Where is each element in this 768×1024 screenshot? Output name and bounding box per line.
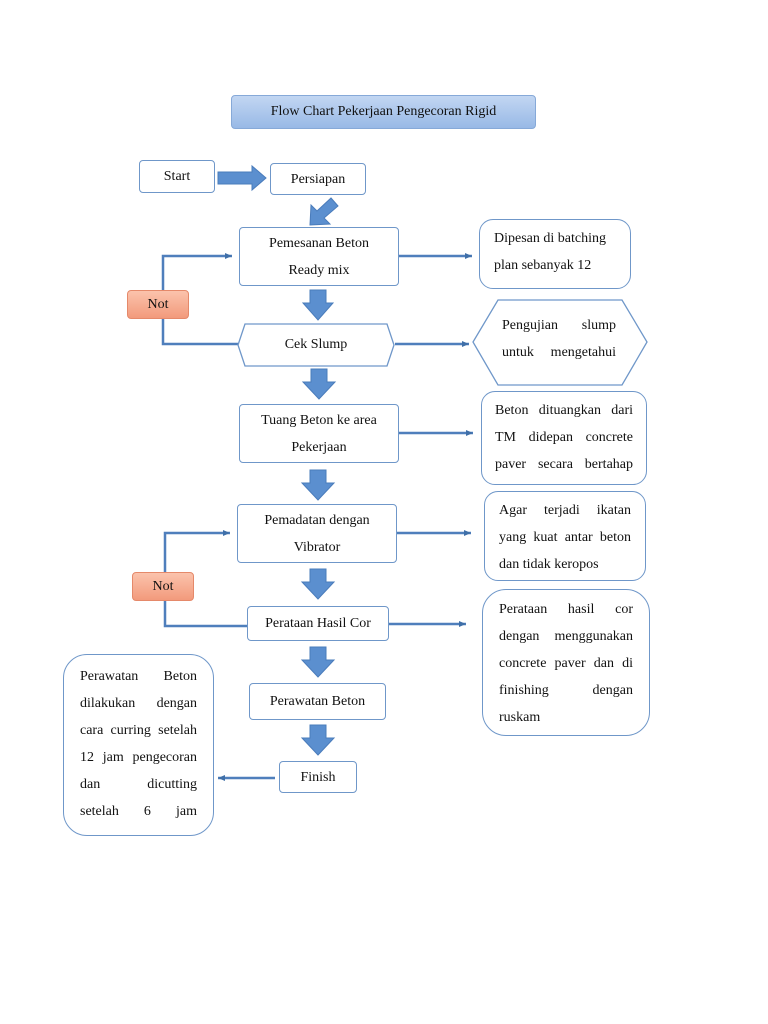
note-batching: Dipesan di batching plan sebanyak 12: [479, 219, 631, 289]
note-perawatan-line-5: dan dicutting: [80, 777, 197, 792]
persiapan-node: Persiapan: [270, 163, 366, 195]
note-pemadatan-line-3: dan tidak keropos: [499, 557, 599, 572]
not-label-1: Not: [127, 290, 189, 319]
note-batching-line-1: Dipesan di batching: [494, 231, 606, 246]
note-pemadatan-line-1: Agar terjadi ikatan: [499, 503, 631, 518]
tuang-line-2: Pekerjaan: [291, 439, 347, 455]
block-arrow-persiapan-pemesanan: [309, 197, 339, 226]
tuang-line-1: Tuang Beton ke area: [261, 412, 377, 428]
block-arrow-down-2: [301, 368, 337, 400]
note-pemadatan: Agar terjadi ikatan yang kuat antar beto…: [484, 491, 646, 581]
note-perataan-line-3: concrete paver dan di: [499, 656, 633, 671]
block-arrow-start-persiapan: [217, 164, 267, 192]
cek-slump-label: Cek Slump: [284, 337, 348, 352]
perawatan-node: Perawatan Beton: [249, 683, 386, 720]
note-slump: Pengujian slump untuk mengetahui: [472, 299, 648, 386]
not-label-2: Not: [132, 572, 194, 601]
note-perawatan-line-2: dilakukan dengan: [80, 696, 197, 711]
chart-title: Flow Chart Pekerjaan Pengecoran Rigid: [231, 95, 536, 129]
pemadatan-line-1: Pemadatan dengan: [264, 512, 370, 528]
note-batching-line-2: plan sebanyak 12: [494, 258, 592, 273]
note-tuang-line-2: TM didepan concrete: [495, 430, 633, 445]
block-arrow-down-5: [300, 646, 336, 678]
note-tuang: Beton dituangkan dari TM didepan concret…: [481, 391, 647, 485]
note-slump-line-1: Pengujian slump: [502, 318, 616, 333]
pemadatan-node: Pemadatan dengan Vibrator: [237, 504, 397, 563]
pemesanan-line-2: Ready mix: [288, 262, 350, 278]
tuang-node: Tuang Beton ke area Pekerjaan: [239, 404, 399, 463]
note-perawatan-line-4: 12 jam pengecoran: [80, 750, 197, 765]
block-arrow-down-6: [300, 724, 336, 756]
note-perataan-line-2: dengan menggunakan: [499, 629, 633, 644]
cek-slump-shape: [237, 323, 395, 367]
pemadatan-line-2: Vibrator: [293, 539, 341, 555]
note-perawatan: Perawatan Beton dilakukan dengan cara cu…: [63, 654, 214, 836]
note-perawatan-line-3: cara curring setelah: [80, 723, 197, 738]
note-slump-line-2: untuk mengetahui: [502, 345, 616, 360]
block-arrow-down-4: [300, 568, 336, 600]
start-node: Start: [139, 160, 215, 193]
note-tuang-line-3: paver secara bertahap: [495, 457, 633, 472]
note-pemadatan-line-2: yang kuat antar beton: [499, 530, 631, 545]
block-arrow-down-3: [300, 469, 336, 501]
note-tuang-line-1: Beton dituangkan dari: [495, 403, 633, 418]
note-perataan-line-4: finishing dengan: [499, 683, 633, 698]
pemesanan-line-1: Pemesanan Beton: [269, 235, 369, 251]
note-perataan-line-5: ruskam: [499, 710, 541, 725]
cek-slump-node: Cek Slump: [237, 323, 395, 367]
note-perawatan-line-1: Perawatan Beton: [80, 669, 197, 684]
perataan-node: Perataan Hasil Cor: [247, 606, 389, 641]
finish-node: Finish: [279, 761, 357, 793]
note-perawatan-line-6: setelah 6 jam: [80, 804, 197, 819]
block-arrow-down-1: [301, 289, 335, 321]
note-slump-shape: [472, 299, 648, 386]
note-perataan: Perataan hasil cor dengan menggunakan co…: [482, 589, 650, 736]
pemesanan-node: Pemesanan Beton Ready mix: [239, 227, 399, 286]
note-perataan-line-1: Perataan hasil cor: [499, 602, 633, 617]
